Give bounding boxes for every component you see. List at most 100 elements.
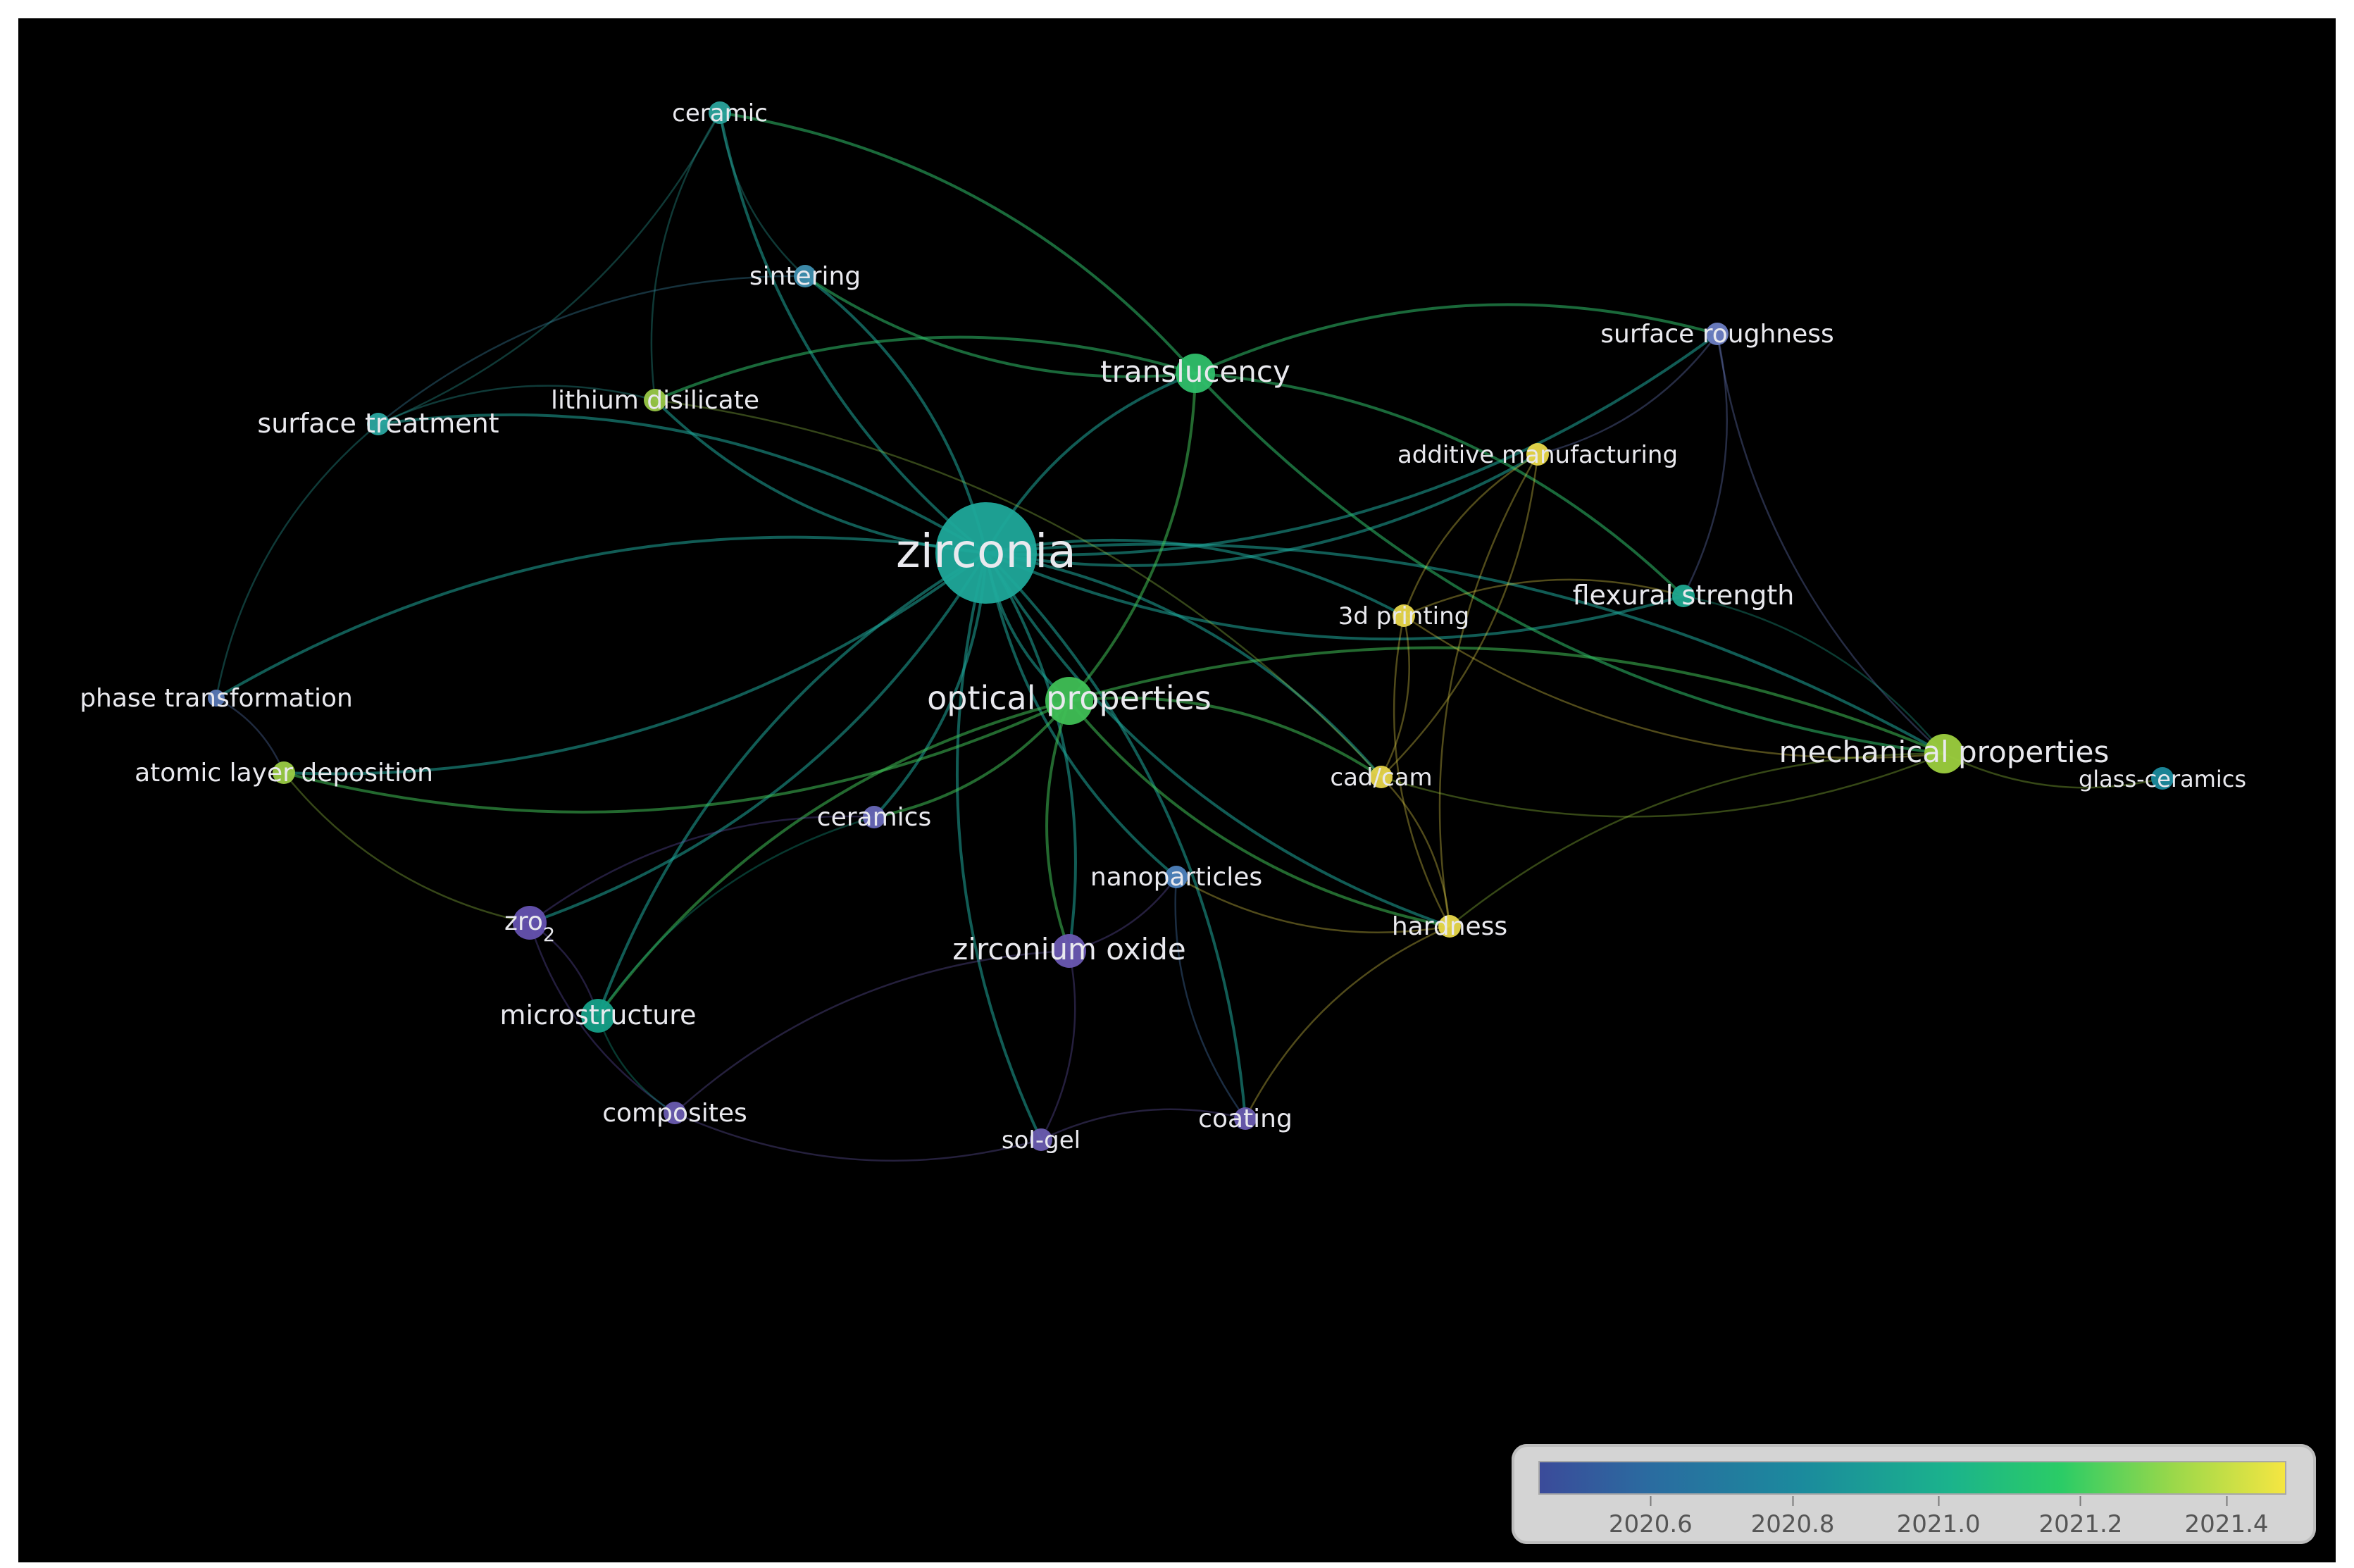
edge-zirconia-phase-transformation <box>215 535 987 699</box>
edge-hardness-coating <box>1244 925 1450 1119</box>
node-label-microstructure: microstructure <box>500 1000 697 1031</box>
edge-translucency-ceramic <box>719 111 1197 375</box>
node-label-sintering: sintering <box>749 262 861 291</box>
edge-3d-printing-flexural-strength <box>1403 578 1684 617</box>
node-ceramics[interactable] <box>863 806 885 828</box>
node-sol-gel[interactable] <box>1030 1128 1052 1151</box>
edge-zirconium-oxide-sol-gel <box>1040 950 1076 1140</box>
node-label-surface-treatment: surface treatment <box>257 408 499 439</box>
edge-composites-sol-gel <box>674 1112 1042 1162</box>
node-composites[interactable] <box>664 1102 686 1124</box>
edge-sol-gel-coating <box>1040 1108 1246 1141</box>
node-label-zirconia: zirconia <box>896 524 1076 578</box>
edge-zro2-composites <box>528 922 675 1114</box>
node-hardness[interactable] <box>1438 915 1461 938</box>
edge-flexural-strength-mechanical-properties <box>1683 595 1945 754</box>
node-label-coating: coating <box>1198 1105 1293 1133</box>
node-zirconium-oxide[interactable] <box>1052 934 1086 968</box>
node-zirconia[interactable] <box>935 502 1037 604</box>
edge-surface-roughness-flexural-strength <box>1682 333 1728 597</box>
edge-translucency-flexural-strength <box>1195 372 1685 597</box>
edge-optical-properties-hardness <box>1068 699 1450 928</box>
node-3d-printing[interactable] <box>1393 604 1415 627</box>
node-label-zirconium-oxide: zirconium oxide <box>952 932 1185 966</box>
node-mechanical-properties[interactable] <box>1924 734 1964 773</box>
node-phase-transformation[interactable] <box>208 690 225 707</box>
edge-optical-properties-zirconium-oxide <box>1045 700 1071 952</box>
node-zro2[interactable] <box>513 906 547 940</box>
node-additive-manufacturing[interactable] <box>1526 443 1549 466</box>
edge-hardness-nanoparticles <box>1176 876 1450 933</box>
node-label-hardness: hardness <box>1392 912 1507 941</box>
node-label-mechanical-properties: mechanical properties <box>1779 735 2110 769</box>
node-optical-properties[interactable] <box>1045 677 1093 725</box>
edge-zirconia-zro2 <box>529 552 988 924</box>
edge-3d-printing-cad-cam <box>1380 615 1410 778</box>
node-surface-roughness[interactable] <box>1706 323 1729 345</box>
edge-ceramic-sintering <box>718 112 806 277</box>
node-sintering[interactable] <box>794 265 816 287</box>
edge-microstructure-ceramics <box>597 816 875 1016</box>
legend-tick: 2021.0 <box>1897 1496 1981 1538</box>
edge-zro2-ceramics <box>529 815 875 924</box>
edge-zirconia-surface-roughness <box>985 332 1719 556</box>
edge-mechanical-properties-cad-cam <box>1381 752 1945 818</box>
edge-surface-treatment-phase-transformation <box>215 423 379 699</box>
node-flexural-strength[interactable] <box>1672 585 1695 607</box>
edge-zirconia-mechanical-properties <box>985 542 1945 755</box>
edge-zirconia-hardness <box>985 552 1450 928</box>
node-label-flexural-strength: flexural strength <box>1573 580 1795 611</box>
edge-zirconia-flexural-strength <box>985 552 1684 641</box>
edge-translucency-surface-roughness <box>1195 303 1718 375</box>
network-nodes <box>208 101 2174 1151</box>
node-label-translucency: translucency <box>1100 354 1290 389</box>
edge-zirconia-coating <box>985 552 1247 1119</box>
edge-3d-printing-mechanical-properties <box>1403 614 1945 759</box>
node-label-surface-roughness: surface roughness <box>1600 320 1834 349</box>
node-label-atomic-layer-deposition: atomic layer deposition <box>135 759 433 788</box>
node-ceramic[interactable] <box>709 101 731 124</box>
node-microstructure[interactable] <box>581 999 615 1033</box>
node-glass-ceramics[interactable] <box>2151 767 2174 790</box>
edge-optical-properties-microstructure <box>597 699 1070 1017</box>
edge-mechanical-properties-hardness <box>1449 752 1945 927</box>
node-lithium-disilicate[interactable] <box>644 389 666 411</box>
legend-tick: 2021.4 <box>2185 1496 2269 1538</box>
node-label-ceramic: ceramic <box>672 99 768 127</box>
edge-3d-printing-hardness <box>1393 615 1451 927</box>
node-label-lithium-disilicate: lithium disilicate <box>551 386 759 415</box>
legend-tick: 2021.2 <box>2038 1496 2122 1538</box>
edge-sintering-surface-treatment <box>378 275 806 425</box>
node-translucency[interactable] <box>1176 354 1215 393</box>
edge-composites-zirconium-oxide <box>674 950 1070 1114</box>
node-label-zro2: zro2 <box>504 907 555 946</box>
edge-atomic-layer-deposition-zro2 <box>283 772 530 924</box>
edge-additive-manufacturing-hardness <box>1438 454 1539 927</box>
edge-additive-manufacturing-cad-cam <box>1381 454 1539 778</box>
edge-optical-properties-atomic-layer-deposition <box>283 699 1070 814</box>
edge-zirconia-nanoparticles <box>985 552 1178 878</box>
legend-tick: 2020.6 <box>1609 1496 1693 1538</box>
diagram-frame <box>18 18 2336 1562</box>
node-cad-cam[interactable] <box>1370 766 1393 788</box>
node-label-cad-cam: cad/cam <box>1330 764 1432 792</box>
edge-translucency-mechanical-properties <box>1194 372 1945 755</box>
edge-ceramic-lithium-disilicate <box>650 112 721 401</box>
edge-translucency-sintering <box>804 275 1196 378</box>
node-atomic-layer-deposition[interactable] <box>273 761 295 784</box>
edge-zirconia-zirconium-oxide <box>985 552 1077 952</box>
node-surface-treatment[interactable] <box>367 413 390 435</box>
node-label-ceramics: ceramics <box>817 803 931 832</box>
node-coating[interactable] <box>1234 1107 1257 1130</box>
node-label-glass-ceramics: glass-ceramics <box>2079 766 2246 792</box>
node-label-subscript: 2 <box>543 924 555 946</box>
edge-nanoparticles-coating <box>1174 876 1247 1119</box>
legend-gradient-bar <box>1538 1461 2286 1495</box>
edge-surface-treatment-lithium-disilicate <box>378 385 656 425</box>
node-nanoparticles[interactable] <box>1165 866 1188 888</box>
edge-optical-properties-ceramics <box>873 699 1071 819</box>
edge-lithium-disilicate-cad-cam <box>654 399 1382 778</box>
edge-zirconia-sol-gel <box>955 552 1042 1140</box>
edge-optical-properties-translucency <box>1068 373 1197 702</box>
legend-ticks: 2020.6 2020.8 2021.0 2021.2 2021.4 <box>1538 1496 2286 1538</box>
